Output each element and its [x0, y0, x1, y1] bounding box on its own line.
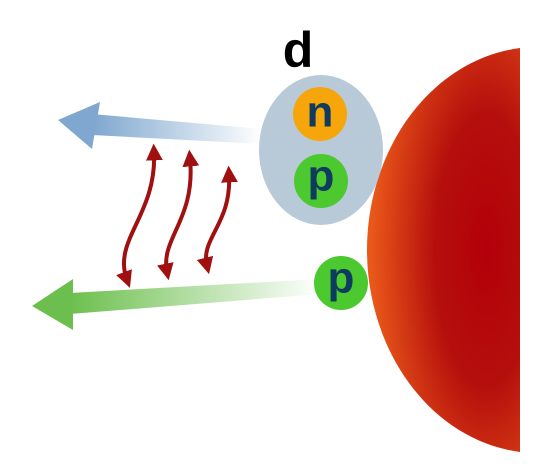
lower-arrow-head [32, 279, 73, 330]
deuteron-cloud [259, 75, 383, 225]
deuteron-label: d [283, 22, 314, 78]
bound-proton: p [294, 152, 348, 208]
upper-arrow-head [58, 102, 100, 149]
photon-exchange [116, 143, 238, 288]
lower-arrow-shaft [70, 279, 320, 314]
target-nucleus [367, 48, 520, 452]
free-proton-label: p [328, 254, 355, 303]
photon-wave-2 [157, 149, 200, 281]
bound-proton-sphere [294, 154, 348, 208]
bound-proton-label: p [308, 152, 335, 201]
free-proton-sphere [314, 256, 368, 310]
photon-wave-3 [196, 165, 238, 275]
photon-wave-1 [116, 143, 163, 288]
upper-arrow-shaft [92, 114, 262, 144]
deuteron: d n p [259, 22, 383, 225]
neutron-label: n [307, 88, 334, 137]
free-proton: p [314, 254, 368, 310]
neutron: n [293, 87, 347, 141]
neutron-sphere [293, 87, 347, 141]
